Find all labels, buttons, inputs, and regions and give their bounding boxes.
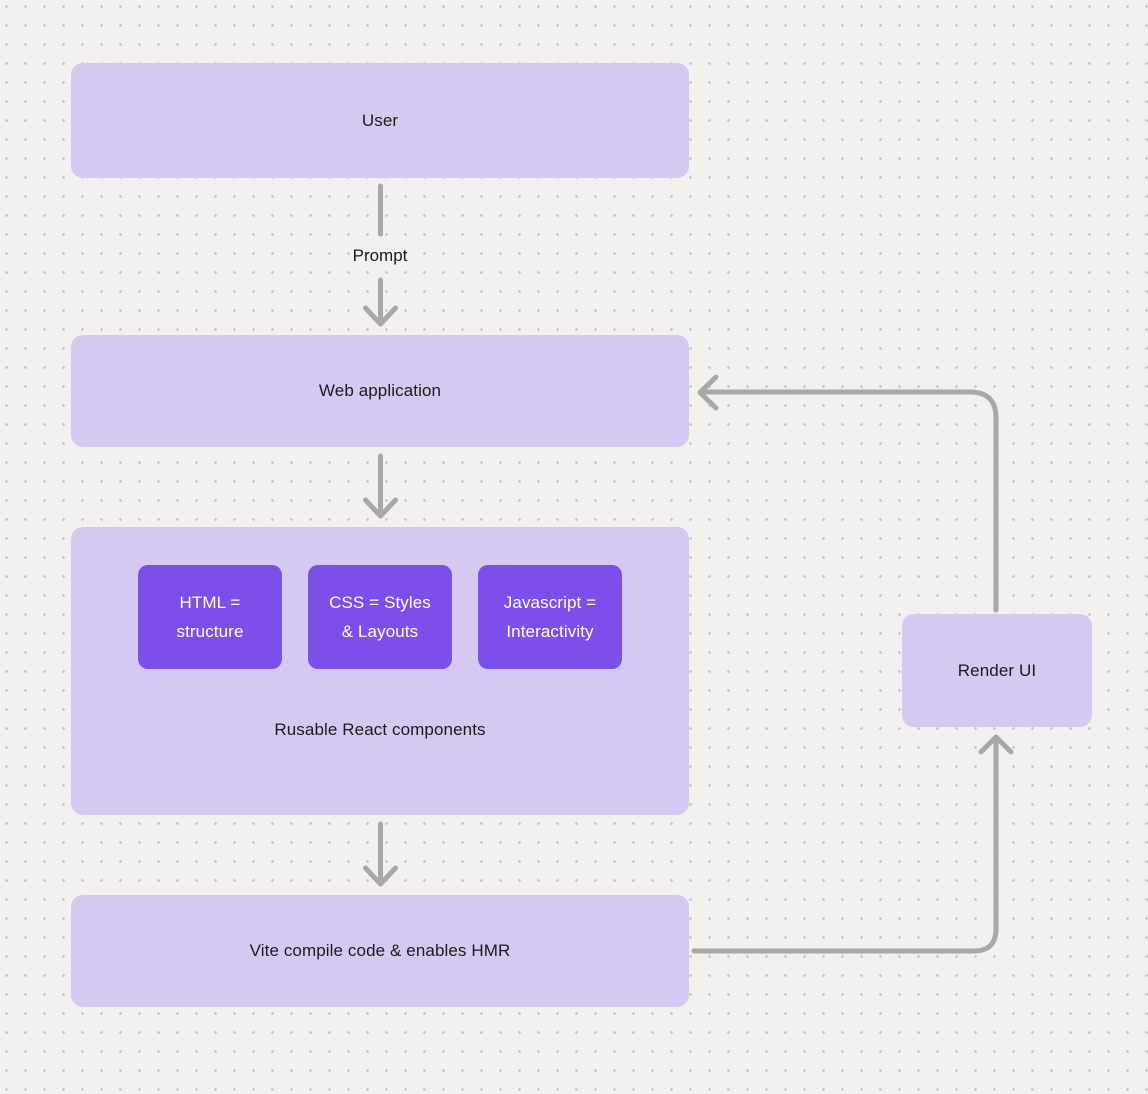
arrow-webapp-to-components[interactable]	[363, 453, 398, 519]
chip-css-label: CSS = Styles & Layouts	[329, 593, 431, 641]
node-user[interactable]: User	[71, 63, 689, 178]
node-components-group[interactable]: HTML = structure CSS = Styles & Layouts …	[71, 527, 689, 815]
arrow-vite-to-renderui[interactable]	[691, 734, 1014, 954]
chip-css[interactable]: CSS = Styles & Layouts	[308, 565, 452, 669]
edge-label-prompt[interactable]: Prompt	[352, 246, 408, 265]
node-web-application[interactable]: Web application	[71, 335, 689, 447]
chip-javascript[interactable]: Javascript = Interactivity	[478, 565, 622, 669]
chip-html-label: HTML = structure	[176, 593, 244, 641]
node-web-application-label: Web application	[318, 381, 442, 400]
components-group-label: Rusable React components	[274, 720, 486, 739]
node-user-label: User	[361, 110, 399, 130]
node-vite[interactable]: Vite compile code & enables HMR	[71, 895, 689, 1007]
chip-html[interactable]: HTML = structure	[138, 565, 282, 669]
node-render-ui-label: Render UI	[957, 660, 1037, 680]
node-vite-label: Vite compile code & enables HMR	[249, 941, 511, 960]
arrow-components-to-vite[interactable]	[363, 821, 398, 887]
chip-javascript-label: Javascript = Interactivity	[503, 593, 597, 641]
arrow-renderui-to-webapp[interactable]	[697, 374, 999, 613]
node-render-ui[interactable]: Render UI	[902, 614, 1092, 727]
